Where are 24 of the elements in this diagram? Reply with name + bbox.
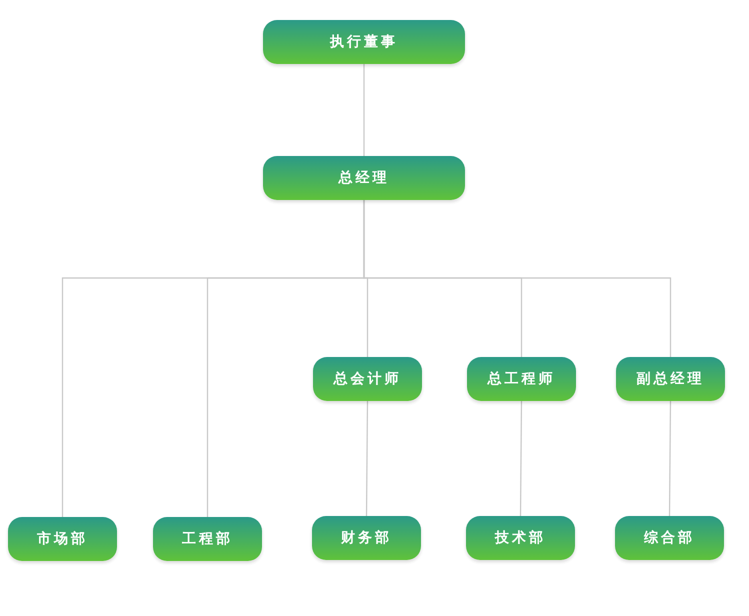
unit-title: 技术部 [495, 529, 546, 547]
unit-title: 执行董事 [330, 33, 398, 51]
org-unit-box [616, 357, 725, 401]
org-unit-box [615, 516, 724, 560]
unit-title: 总会计师 [334, 370, 402, 388]
org-unit-box [467, 357, 576, 401]
org-unit-box [263, 20, 465, 64]
connector-line [668, 401, 672, 516]
unit-title: 市场部 [37, 530, 88, 548]
org-unit-box [8, 517, 117, 561]
org-unit-box [312, 516, 421, 560]
org-unit-box [263, 156, 465, 200]
org-unit-box [153, 517, 262, 561]
connector-line [520, 401, 522, 516]
unit-title: 工程部 [182, 530, 233, 548]
unit-title: 总工程师 [488, 370, 556, 388]
unit-title: 总经理 [338, 169, 390, 187]
unit-title: 副总经理 [636, 370, 704, 388]
connector-line [366, 401, 368, 516]
unit-title: 综合部 [644, 529, 695, 547]
connector-line [363, 64, 365, 156]
org-unit-box [466, 516, 575, 560]
org-unit-box [313, 357, 422, 401]
unit-title: 财务部 [341, 529, 392, 547]
